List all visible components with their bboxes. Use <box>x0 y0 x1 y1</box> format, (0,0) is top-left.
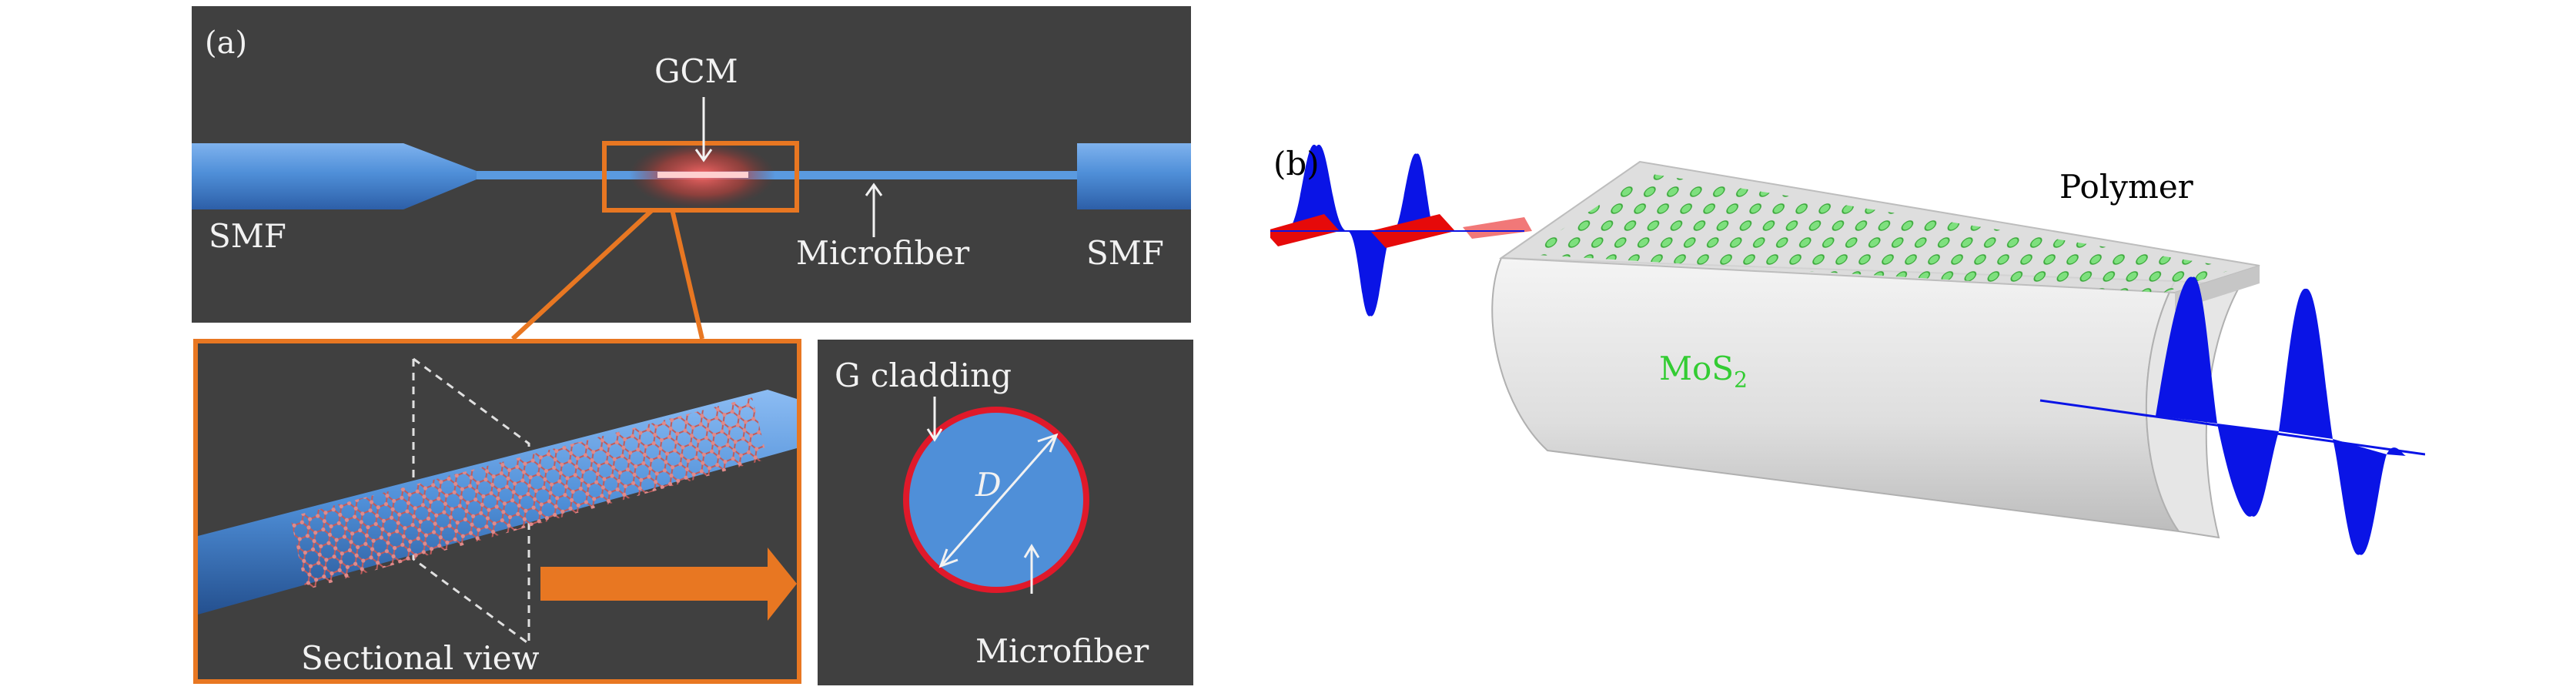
diameter-line <box>941 436 1056 565</box>
cladding-arrow-head <box>926 428 943 442</box>
wave-in-blue-lobe-1 <box>1286 144 1347 231</box>
smf-right-label: SMF <box>1086 234 1164 272</box>
wave-out-blue-lobe-3 <box>2279 288 2333 439</box>
wave-out-blue-lobe-2 <box>2217 424 2279 517</box>
cross-section-drawing <box>903 397 1089 594</box>
smf-left-fiber <box>192 143 403 209</box>
taper-left <box>403 143 477 209</box>
microfiber-label: Microfiber <box>796 234 970 272</box>
gcm-arrow-head <box>694 149 713 162</box>
microfiber-disc <box>903 407 1089 593</box>
wave-in-blue-lobe-3 <box>1393 153 1436 231</box>
smf-left-label: SMF <box>209 217 286 255</box>
fiber-overview-drawing <box>192 97 1191 237</box>
g-cladding-label: G cladding <box>835 357 1012 394</box>
panel-a-graphene-zoom: Sectional view <box>193 339 801 684</box>
microfiber-arrow-head <box>865 183 883 196</box>
graphene-fiber-drawing <box>198 357 797 646</box>
panel-b-polymer-device: (b) Polymer MoS2 <box>1270 116 2425 578</box>
wave-in-blue-lobe-2 <box>1347 231 1393 317</box>
wave-out-blue-tail <box>2387 447 2406 456</box>
microfiber-line <box>477 171 1100 179</box>
smf-right-fiber <box>1077 143 1191 209</box>
panel-a-fiber-overview: (a) GCM SMF Microfiber SMF <box>192 6 1191 323</box>
panel-a-tag: (a) <box>205 25 248 61</box>
half-cylinder <box>1491 256 2181 533</box>
wave-out-blue-lobe-1 <box>2156 276 2217 424</box>
sectional-view-label: Sectional view <box>301 639 540 677</box>
graphene-lattice <box>290 397 768 590</box>
diameter-arrow-a <box>938 548 958 568</box>
polymer-device-drawing <box>1270 144 2425 555</box>
diameter-label: D <box>975 466 1002 504</box>
polymer-label: Polymer <box>2059 168 2193 206</box>
panel-a-cross-section: G cladding D Microfiber <box>818 340 1193 685</box>
wave-out-blue-lobe-4 <box>2333 439 2387 555</box>
wave-in-red-lobe-3 <box>1463 217 1532 239</box>
mos2-text: MoS <box>1659 350 1735 387</box>
diameter-arrow-b <box>1037 433 1059 453</box>
panel-b-tag: (b) <box>1273 145 1320 183</box>
mos2-label: MoS2 <box>1659 353 1748 390</box>
core-arrow-head <box>1023 544 1040 558</box>
section-arrow-head <box>768 548 797 621</box>
mos2-layer <box>1524 173 2236 293</box>
gcm-label: GCM <box>654 52 738 90</box>
section-arrow-body <box>540 567 771 601</box>
microfiber-section-label: Microfiber <box>975 632 1149 670</box>
gcm-core <box>657 172 748 178</box>
mos2-subscript: 2 <box>1734 367 1748 393</box>
